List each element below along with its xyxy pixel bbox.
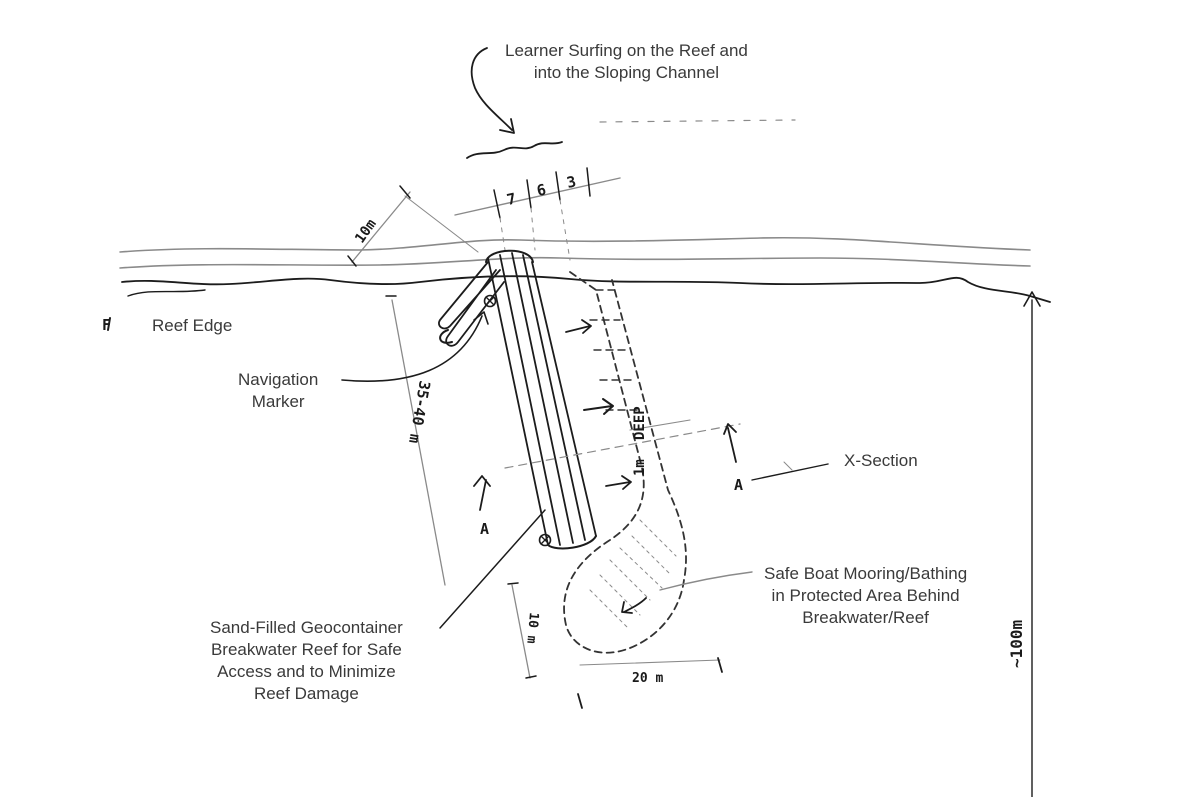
x-section-arrow-right [723,423,737,463]
geocontainer-line-1: Sand-Filled Geocontainer [210,618,403,637]
dim-20m-line [579,659,721,666]
dim-10m-tick-b [347,255,357,267]
navigation-marker-leader [341,315,483,382]
navigation-marker-line-1: Navigation [238,370,319,389]
geocontainer-line-2: Breakwater Reef for Safe [210,640,402,659]
wave-line-upper [119,236,1031,253]
geocontainer-line-3: Access and to Minimize [217,662,396,681]
x-section-line [504,423,741,469]
dim-35-40m-text: 35-40 m [405,379,434,444]
dim-10m-bottom-tick-top [507,582,519,585]
safe-boat-mooring-label: Safe Boat Mooring/Bathing in Protected A… [764,563,967,629]
safe-boat-mooring-line-3: Breakwater/Reef [802,608,929,627]
dim-1m-text: 1m [632,459,648,476]
learner-surfing-line-1: Learner Surfing on the Reef and [505,41,748,60]
dim-10m-tick-a [399,185,411,199]
channel-hatching [589,519,677,629]
safe-boat-mooring-line-1: Safe Boat Mooring/Bathing [764,564,968,583]
navigation-marker-leader-arrow [473,311,489,325]
reef-edge-line [121,275,1051,303]
top-dim-tick-3 [555,171,561,201]
channel-flow-arrows [565,319,647,614]
dim-7-text: 7 [505,189,518,208]
navigation-marker-line-2: Marker [251,392,305,411]
breakwater-side-arm-hook [439,329,453,344]
edge-mark-text: F [102,316,111,334]
right-reference-arrow [1023,291,1041,307]
x-section-arrow-left [473,475,491,511]
dim-100m-text: ~100m [1007,619,1026,668]
sloping-channel-dashed-outline [563,271,687,654]
navigation-marker-top [483,294,497,308]
breakwater-side-arm [438,261,505,347]
x-section-leader [751,463,829,481]
dim-10m-top-text: 10m [352,216,380,246]
mooring-leader [659,571,753,591]
surfing-wave-squiggle [466,141,563,159]
safe-boat-mooring-line-2: in Protected Area Behind [771,586,960,605]
top-guide-line [599,119,796,123]
x-section-label: X-Section [844,451,918,470]
x-section-tick [783,461,793,471]
section-a-left-text: A [480,520,489,538]
geocontainer-line-4: Reef Damage [253,684,359,703]
top-dim-tick-2 [526,179,532,209]
surfing-callout-squiggle [470,47,513,131]
navigation-marker-label: Navigation Marker [238,369,318,413]
reef-edge-label: Reef Edge [152,316,233,335]
dim-10m-bottom-tick-bottom [525,675,537,679]
dim-6-text: 6 [535,180,548,199]
dim-35-40m-line [391,299,446,586]
learner-surfing-line-2: into the Sloping Channel [533,63,720,82]
top-dimension-line [454,177,621,216]
dim-1m-line [629,419,691,431]
top-dim-guides [499,199,571,261]
dim-3-text: 3 [565,172,578,191]
dim-20m-text: 20 m [632,671,663,686]
left-edge-tick [107,317,111,331]
top-dim-tick-1 [493,189,501,219]
navigation-marker-bottom [538,533,552,547]
dim-10m-guide [404,195,479,253]
top-dim-tick-4 [586,167,591,197]
dim-10m-bottom-text: 10 m [523,612,541,645]
dim-20m-tick-right [717,657,723,673]
deep-text: DEEP [632,406,648,440]
dim-bottom-tick [577,693,583,709]
section-a-right-text: A [734,476,743,494]
geocontainer-leader [439,509,546,629]
geocontainer-breakwater-tubes [485,249,597,550]
reef-edge-line-lower [127,289,206,297]
learner-surfing-label: Learner Surfing on the Reef and into the… [505,40,748,84]
wave-line-middle [119,256,1031,269]
geocontainer-breakwater-label: Sand-Filled Geocontainer Breakwater Reef… [210,617,403,705]
surfing-callout-arrowhead [499,118,515,134]
dim-10m-bottom-line [511,584,531,679]
dim-10m-line [351,191,411,263]
sloping-channel-inner-dash [589,289,641,411]
